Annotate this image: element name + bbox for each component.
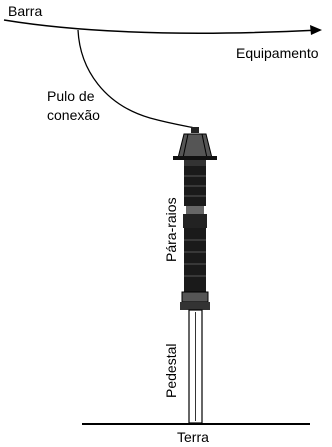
equipment-label: Equipamento	[236, 45, 319, 61]
bus-conductor	[3, 19, 321, 34]
arrester-label: Pára-raios	[163, 197, 179, 262]
jumper-label-line2: conexão	[47, 107, 100, 123]
arrester-body	[180, 166, 210, 310]
bus-label: Barra	[8, 3, 42, 19]
connection-jumper	[77, 29, 196, 129]
jumper-label-line1: Pulo de	[47, 88, 95, 104]
pedestal-label: Pedestal	[163, 344, 179, 398]
ground-label: Terra	[177, 429, 209, 445]
arrester-top-terminal	[173, 127, 217, 166]
bus-arrow-head	[310, 25, 322, 35]
